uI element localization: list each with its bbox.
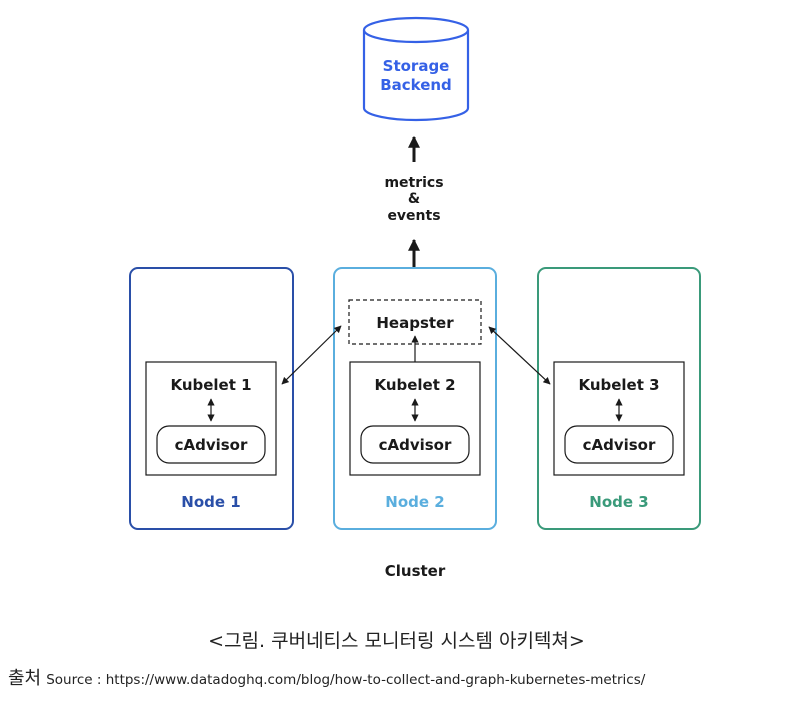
kubelet-1-label: Kubelet 1 <box>170 376 251 394</box>
cluster-label: Cluster <box>385 562 446 580</box>
flow-label-line3: events <box>387 208 440 224</box>
flow-label-line1: metrics <box>384 175 443 191</box>
node-1-label: Node 1 <box>181 493 240 511</box>
cadvisor-3-box <box>564 425 674 464</box>
cadvisor-2-box <box>360 425 470 464</box>
source-link[interactable]: Source : https://www.datadoghq.com/blog/… <box>46 672 646 688</box>
source-prefix: 출처 <box>8 668 42 689</box>
cadvisor-1-box <box>156 425 266 464</box>
cadvisor-3-label: cAdvisor <box>583 436 656 454</box>
architecture-diagram: Storage Backend metrics & events Kubelet… <box>129 16 701 580</box>
kubelet-3-label: Kubelet 3 <box>578 376 659 394</box>
storage-label-line1: Storage <box>383 57 450 75</box>
flow-label-line2: & <box>408 191 420 207</box>
figure-caption: <그림. 쿠버네티스 모니터링 시스템 아키텍쳐> <box>208 630 585 652</box>
cadvisor-1-label: cAdvisor <box>175 436 248 454</box>
kubelet-2-label: Kubelet 2 <box>374 376 455 394</box>
node-3-label: Node 3 <box>589 493 648 511</box>
cadvisor-2-label: cAdvisor <box>379 436 452 454</box>
node-2-label: Node 2 <box>385 493 444 511</box>
storage-label-line2: Backend <box>380 76 452 94</box>
heapster-kubelet3-arrow <box>488 326 551 385</box>
storage-backend: Storage Backend <box>362 16 470 122</box>
node-2: Heapster Kubelet 2 cAdvisor Node 2 <box>333 267 497 530</box>
heapster-kubelet1-arrow <box>281 325 342 385</box>
heapster-label: Heapster <box>376 314 454 332</box>
node-3: Kubelet 3 cAdvisor Node 3 <box>537 267 701 530</box>
node-1: Kubelet 1 cAdvisor Node 1 <box>129 267 294 530</box>
source-line: 출처 Source : https://www.datadoghq.com/bl… <box>8 664 793 690</box>
